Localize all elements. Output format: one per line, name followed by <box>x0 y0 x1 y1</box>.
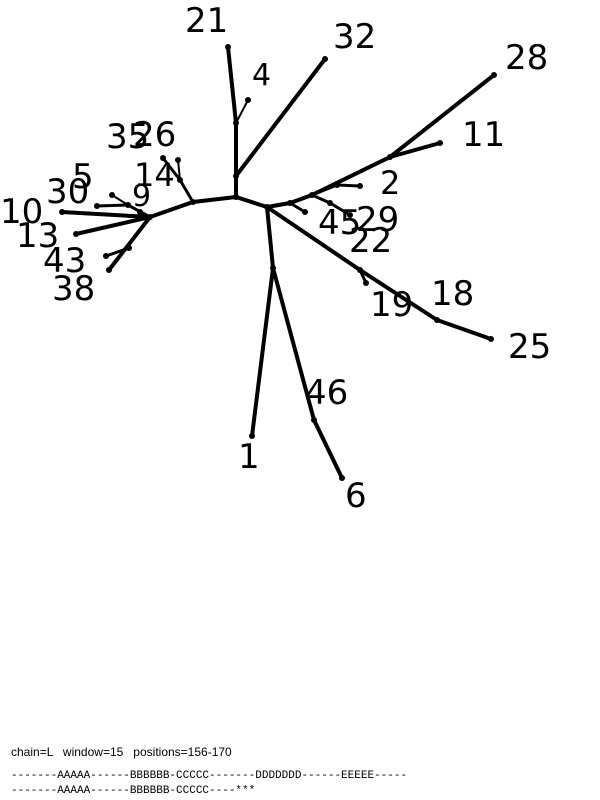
node-dot <box>357 267 363 273</box>
leaf-label-10: 10 <box>0 192 43 232</box>
segment-track-2: -------AAAAA------BBBBBB-CCCCC----*** <box>11 785 256 797</box>
node-dot <box>125 202 131 208</box>
leaf-label-2: 2 <box>380 164 400 202</box>
leaf-label-32: 32 <box>333 17 376 57</box>
node-dot <box>357 183 363 189</box>
leaf-label-30: 30 <box>46 172 89 212</box>
node-dot <box>347 212 353 218</box>
node-dot <box>137 209 143 215</box>
tree-branches <box>60 45 496 480</box>
node-dot <box>126 245 132 251</box>
leaf-label-28: 28 <box>505 38 548 78</box>
node-dot <box>147 214 153 220</box>
leaf-label-19: 19 <box>370 285 413 325</box>
leaf-label-6: 6 <box>345 476 367 516</box>
node-dot <box>311 417 317 423</box>
node-dot <box>488 336 494 342</box>
leaf-label-46: 46 <box>305 373 348 413</box>
node-dot <box>177 177 183 183</box>
node-dot <box>249 433 255 439</box>
branch <box>111 194 129 206</box>
leaf-label-9: 9 <box>132 179 151 214</box>
node-dot <box>334 182 340 188</box>
node-dot <box>302 209 308 215</box>
node-dot <box>270 265 276 271</box>
node-dot <box>491 72 497 78</box>
node-dot <box>339 475 345 481</box>
leaf-label-29: 29 <box>356 200 399 240</box>
node-dot <box>59 209 65 215</box>
leaf-label-1: 1 <box>238 437 260 477</box>
node-dot <box>233 120 239 126</box>
leaf-label-25: 25 <box>508 327 551 367</box>
leaf-label-43: 43 <box>43 241 86 281</box>
node-dot <box>175 157 181 163</box>
leaf-label-21: 21 <box>185 1 228 41</box>
node-dot <box>327 200 333 206</box>
node-dot <box>245 97 251 103</box>
node-dot <box>109 192 115 198</box>
node-dot <box>287 200 293 206</box>
leaf-label-11: 11 <box>462 115 505 155</box>
branch <box>234 57 327 178</box>
leaf-label-26: 26 <box>133 115 176 155</box>
branch <box>388 141 442 159</box>
node-dot <box>437 140 443 146</box>
node-dot <box>103 253 109 259</box>
node-dot <box>106 267 112 273</box>
node-dot <box>264 204 270 210</box>
branch <box>250 205 276 438</box>
leaf-label-18: 18 <box>431 274 474 314</box>
alignment-parameters: chain=L window=15 positions=156-170 <box>11 745 232 759</box>
leaf-label-45: 45 <box>318 203 361 243</box>
branch <box>74 215 152 236</box>
leaf-label-38: 38 <box>52 269 95 309</box>
leaf-label-22: 22 <box>349 221 392 261</box>
node-dot <box>94 203 100 209</box>
branch <box>104 246 131 258</box>
segment-track-1: -------AAAAA------BBBBBB-CCCCC-------DDD… <box>11 770 408 782</box>
node-dot <box>363 280 369 286</box>
leaf-labels: 21 4 32 28 11 2 45 29 22 19 18 25 46 1 6… <box>0 1 551 516</box>
node-dot <box>322 56 328 62</box>
node-dot <box>309 192 315 198</box>
phylogenetic-tree: 21 4 32 28 11 2 45 29 22 19 18 25 46 1 6… <box>0 1 551 516</box>
node-dot <box>387 154 393 160</box>
branch <box>235 99 249 124</box>
node-dot <box>73 231 79 237</box>
branch <box>107 215 152 272</box>
leaf-label-5: 5 <box>72 157 94 197</box>
branch <box>177 159 181 181</box>
node-dot <box>190 199 196 205</box>
node-dot <box>233 173 239 179</box>
node-dot <box>233 194 239 200</box>
node-dot <box>160 155 166 161</box>
node-dot <box>434 317 440 323</box>
branch <box>234 195 269 209</box>
leaf-label-35: 35 <box>106 117 149 157</box>
branch <box>265 205 493 341</box>
leaf-label-13: 13 <box>16 216 59 256</box>
leaf-label-4: 4 <box>252 58 271 93</box>
leaf-label-14: 14 <box>134 156 175 194</box>
tree-nodes <box>59 44 497 481</box>
node-dot <box>225 44 231 50</box>
branch <box>60 210 152 219</box>
